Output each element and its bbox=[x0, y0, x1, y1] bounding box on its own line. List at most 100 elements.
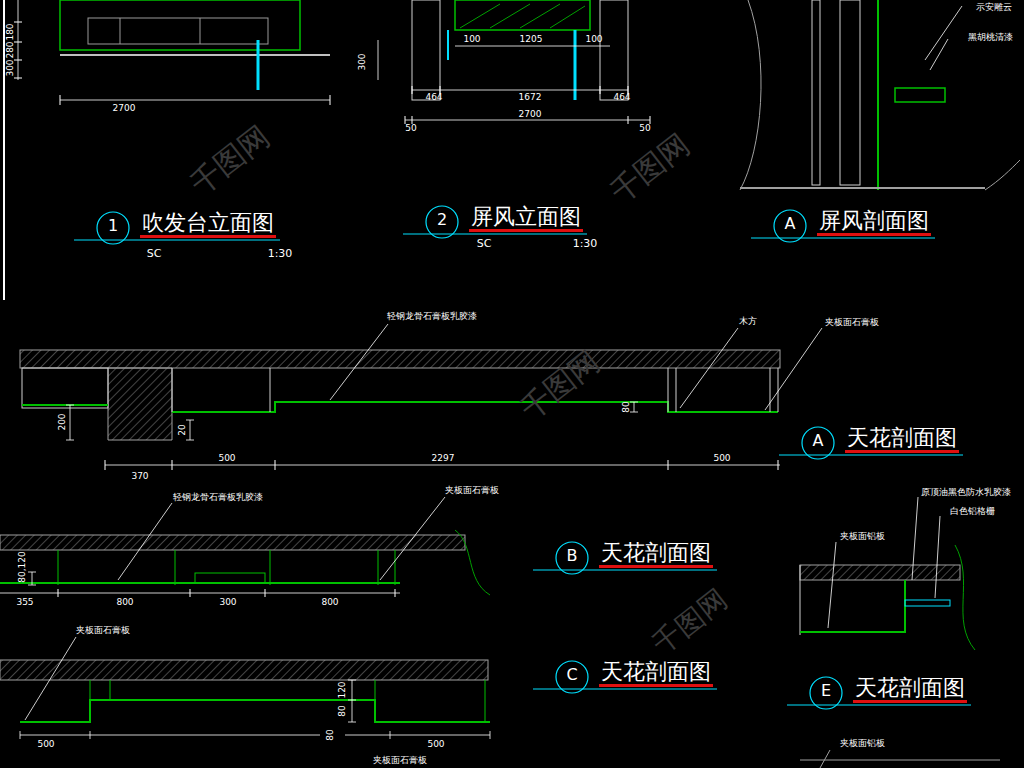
dimension-text: 500 bbox=[37, 740, 54, 749]
dimension-line bbox=[105, 465, 780, 466]
dimension-text: 120 bbox=[338, 681, 347, 698]
title-line bbox=[74, 240, 280, 241]
section-circle: 2 bbox=[425, 205, 459, 239]
dimension-text: SC bbox=[477, 238, 492, 249]
break-curve bbox=[455, 530, 490, 595]
board-line bbox=[22, 404, 108, 406]
section-title-marker: A 屏风剖面图 bbox=[773, 209, 931, 243]
counter-outline bbox=[60, 0, 300, 50]
post bbox=[812, 0, 820, 185]
leader-line bbox=[25, 637, 76, 720]
dimension-text: 100 bbox=[463, 35, 480, 44]
pillar bbox=[600, 0, 628, 100]
panel-line bbox=[877, 0, 879, 190]
ceiling-section-c bbox=[0, 637, 490, 739]
section-title-marker: C 天花剖面图 bbox=[555, 660, 713, 694]
dimension-text: 500 bbox=[713, 454, 730, 463]
dimension-text: 2700 bbox=[519, 110, 542, 119]
dimension-text: SC bbox=[147, 248, 162, 259]
dimension-line bbox=[455, 46, 610, 47]
dimension-line bbox=[405, 120, 650, 121]
leader-line bbox=[925, 6, 962, 70]
section-number: A bbox=[773, 209, 807, 239]
dimension-tick bbox=[14, 78, 22, 79]
material-note: 夹板面石膏板 bbox=[373, 756, 427, 765]
screen-section bbox=[740, 0, 1020, 190]
stud-line bbox=[172, 368, 778, 412]
circle-outline bbox=[426, 206, 458, 238]
section-title-marker: 1 吹发台立面图 bbox=[96, 211, 276, 245]
section-title: 天花剖面图 bbox=[599, 660, 713, 687]
watermark: 千图网 bbox=[648, 585, 731, 659]
panel-line bbox=[200, 18, 201, 44]
slab bbox=[20, 350, 780, 368]
stud-line bbox=[90, 680, 485, 722]
dimension-text: 280 bbox=[6, 41, 15, 58]
circle-outline bbox=[802, 427, 834, 459]
material-note: 轻钢龙骨石膏板乳胶漆 bbox=[387, 312, 477, 321]
dimension-line bbox=[20, 731, 490, 739]
dimension-text: 300 bbox=[219, 598, 236, 607]
vanity-elevation bbox=[14, 0, 330, 105]
dimension-text: 1:30 bbox=[268, 248, 293, 259]
material-note: 夹板面石膏板 bbox=[445, 486, 499, 495]
section-title: 吹发台立面图 bbox=[140, 211, 276, 238]
dimension-text: 80 bbox=[338, 705, 347, 716]
circle-outline bbox=[556, 661, 588, 693]
section-circle: B bbox=[555, 541, 589, 575]
ceiling-box bbox=[22, 368, 108, 408]
pipe-line bbox=[447, 30, 449, 60]
wall-line bbox=[800, 565, 801, 635]
section-title-marker: E天花剖面图 bbox=[809, 676, 967, 710]
material-note: 木方 bbox=[739, 317, 757, 326]
dimension-text: 180 bbox=[6, 23, 15, 40]
slab bbox=[0, 535, 465, 550]
section-circle: C bbox=[555, 660, 589, 694]
circle-outline bbox=[810, 677, 842, 709]
dimension-text: 100 bbox=[585, 35, 602, 44]
material-note: 轻钢龙骨石膏板乳胶漆 bbox=[173, 493, 263, 502]
material-note: 示安雕云 bbox=[976, 3, 1012, 12]
dimension-text: 355 bbox=[16, 598, 33, 607]
watermark: 千图网 bbox=[605, 128, 694, 207]
circle-outline bbox=[774, 210, 806, 242]
pipe-line bbox=[257, 40, 260, 90]
section-circle: A bbox=[801, 426, 835, 460]
partial-line bbox=[800, 750, 1000, 768]
watermark: 千图网 bbox=[185, 120, 274, 199]
dimension-text: 50 bbox=[405, 124, 416, 133]
material-note: 夹板面石膏板 bbox=[76, 626, 130, 635]
ceiling-section-a bbox=[20, 324, 822, 470]
screen-elevation bbox=[378, 0, 650, 124]
dimension-text: 500 bbox=[218, 454, 235, 463]
pillar bbox=[412, 0, 440, 100]
dimension-text: 200 bbox=[58, 413, 67, 430]
dimension-tick bbox=[14, 42, 22, 43]
ceiling-section-e bbox=[800, 497, 1000, 768]
dimension-text: 80 bbox=[622, 401, 631, 412]
dimension-text: 800 bbox=[321, 598, 338, 607]
section-number: 1 bbox=[96, 211, 130, 241]
dimension-line bbox=[412, 90, 628, 91]
dimension-line bbox=[348, 680, 356, 722]
section-title-marker: B天花剖面图 bbox=[555, 541, 713, 575]
recess bbox=[195, 573, 265, 583]
board-line bbox=[800, 580, 905, 632]
circle-outline bbox=[556, 542, 588, 574]
dimension-tick bbox=[14, 22, 22, 23]
section-circle: A bbox=[773, 209, 807, 243]
circle-outline bbox=[97, 212, 129, 244]
break-curve bbox=[740, 0, 761, 190]
section-number: A bbox=[801, 426, 835, 456]
leader-line bbox=[118, 497, 445, 580]
dimension-tick bbox=[14, 60, 22, 61]
pipe-line bbox=[574, 30, 577, 100]
counter-panel bbox=[88, 18, 268, 44]
section-title: 屏风剖面图 bbox=[817, 209, 931, 236]
section-number: B bbox=[555, 541, 589, 571]
floor-line bbox=[740, 187, 985, 189]
section-circle: 1 bbox=[96, 211, 130, 245]
panel-line bbox=[120, 18, 121, 44]
dimension-tick bbox=[405, 86, 650, 124]
